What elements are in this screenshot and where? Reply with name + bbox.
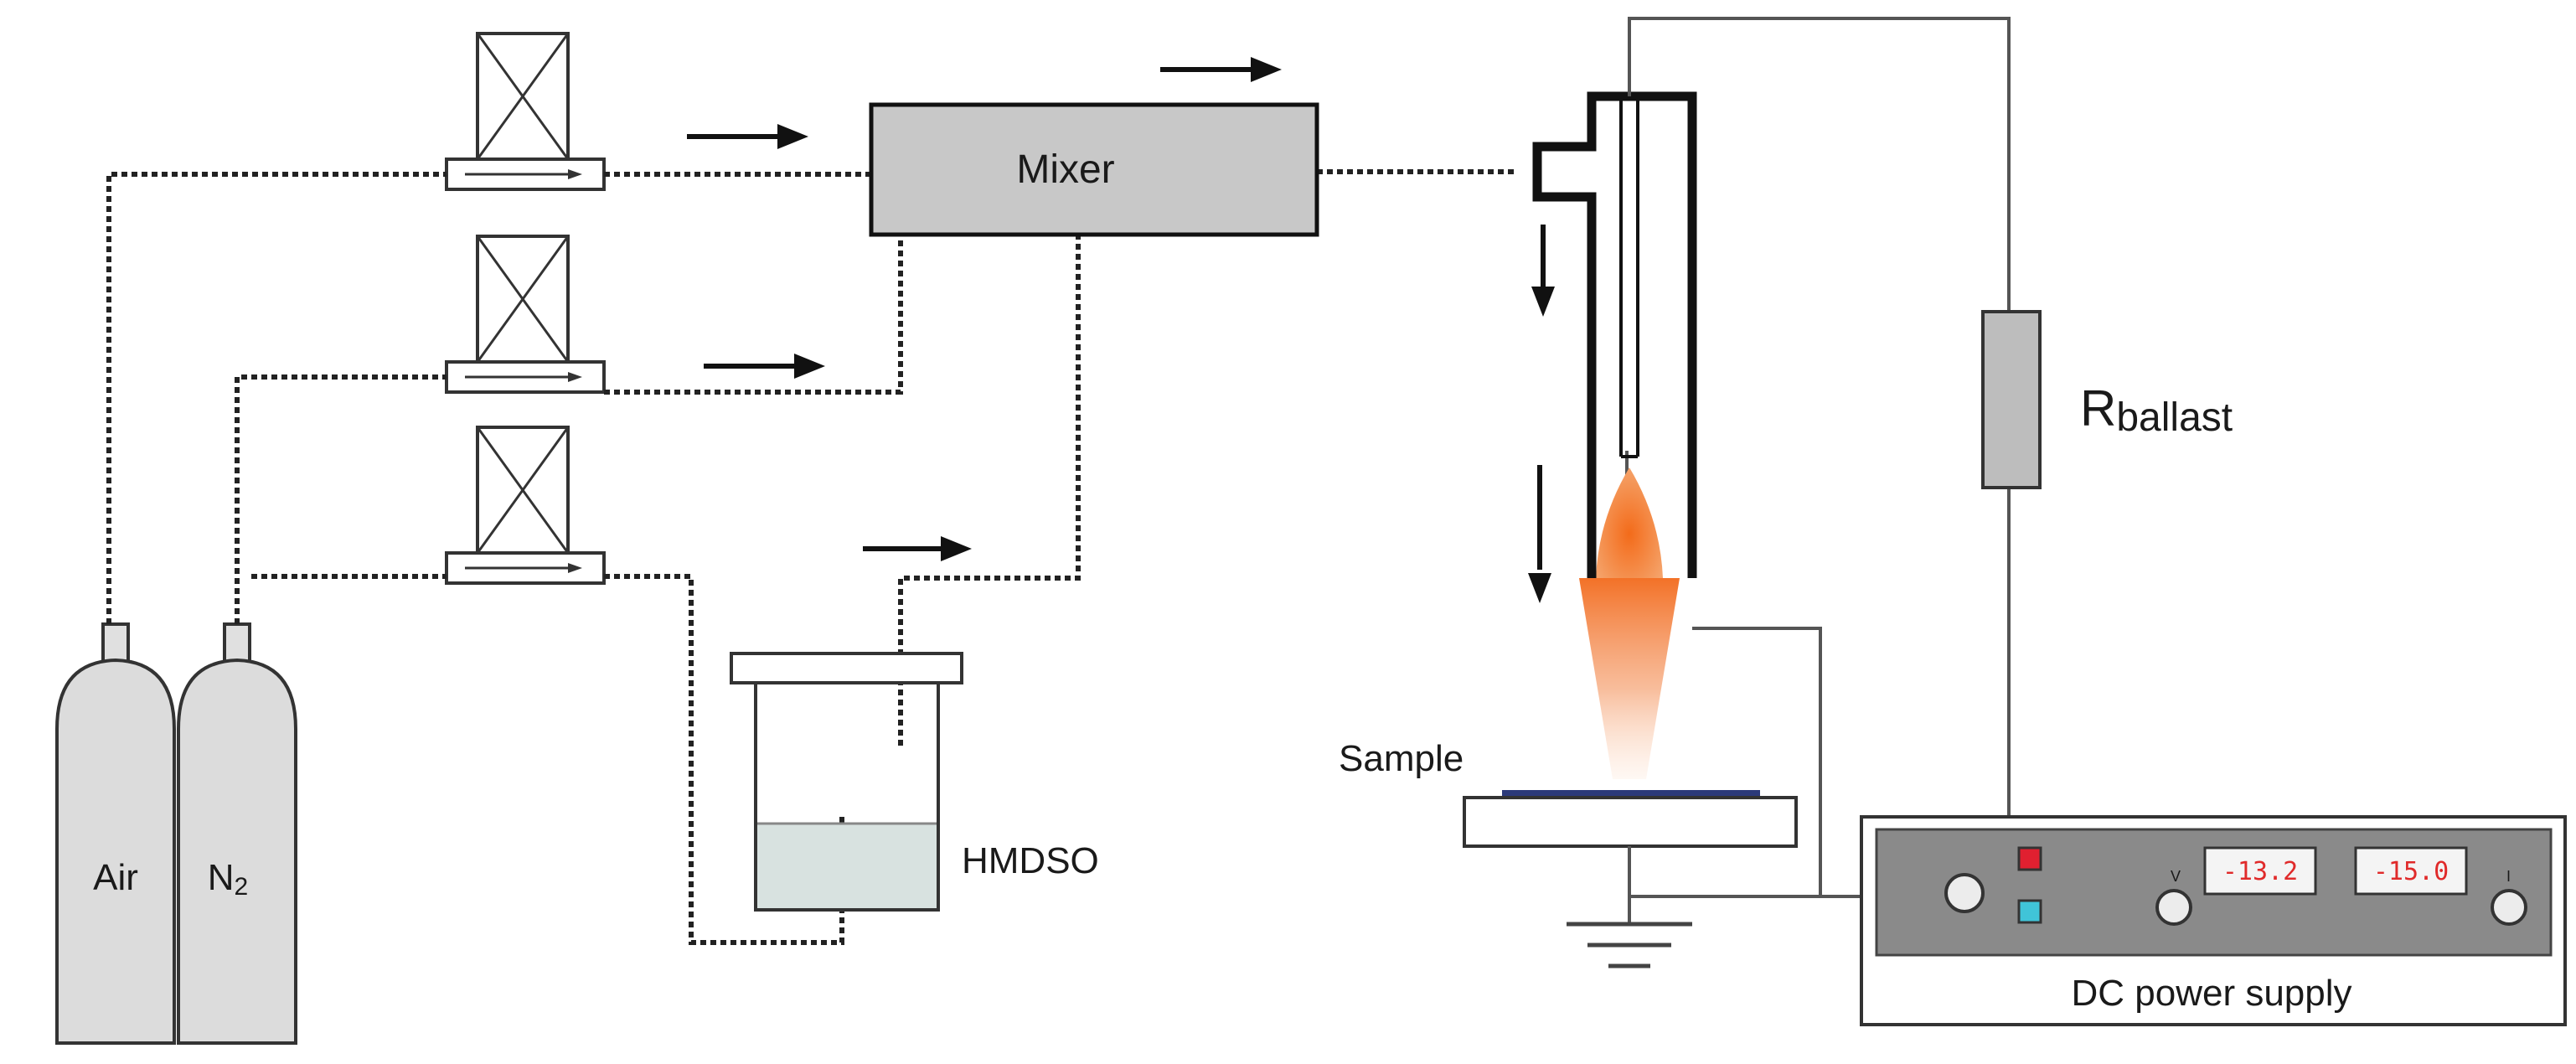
mass-flow-controller-2 bbox=[445, 235, 606, 394]
indicator-red bbox=[2017, 846, 2042, 871]
flow-arrows bbox=[687, 57, 1555, 603]
voltage-display bbox=[2203, 846, 2317, 896]
mass-flow-controller-3 bbox=[445, 426, 606, 585]
ballast-resistor: Rballast bbox=[1981, 310, 2233, 489]
ground-icon bbox=[1567, 846, 1692, 968]
hmdso-bubbler: HMDSO bbox=[730, 652, 1099, 912]
sample-label: Sample bbox=[1339, 738, 1464, 779]
air-label: Air bbox=[93, 857, 138, 898]
current-display bbox=[2354, 846, 2468, 896]
hmdso-label: HMDSO bbox=[962, 840, 1099, 881]
indicator-cyan bbox=[2017, 899, 2042, 924]
mixer-label: Mixer bbox=[1016, 147, 1114, 192]
n2-label: N2 bbox=[208, 857, 248, 901]
air-cylinder: Air bbox=[55, 622, 176, 1045]
mass-flow-controller-1 bbox=[445, 32, 606, 191]
n2-cylinder: N2 bbox=[177, 622, 297, 1045]
current-display-value: -15.0 bbox=[2373, 857, 2449, 886]
current-symbol: I bbox=[2506, 868, 2511, 885]
power-knob bbox=[1944, 873, 1985, 913]
voltage-knob bbox=[2155, 889, 2192, 926]
sample-stage: Sample bbox=[1339, 738, 1798, 848]
dc-power-supply-label: DC power supply bbox=[2071, 973, 2351, 1014]
mixer: Mixer bbox=[869, 102, 1319, 237]
electrical-wiring bbox=[1628, 17, 2011, 898]
ballast-label: Rballast bbox=[2080, 380, 2233, 440]
dc-power-supply: V -13.2 -15.0 I DC power supply bbox=[1860, 815, 2567, 1026]
current-knob bbox=[2491, 889, 2527, 926]
plasma-torch bbox=[1532, 91, 1697, 779]
voltage-symbol: V bbox=[2171, 868, 2181, 885]
voltage-display-value: -13.2 bbox=[2222, 857, 2298, 886]
